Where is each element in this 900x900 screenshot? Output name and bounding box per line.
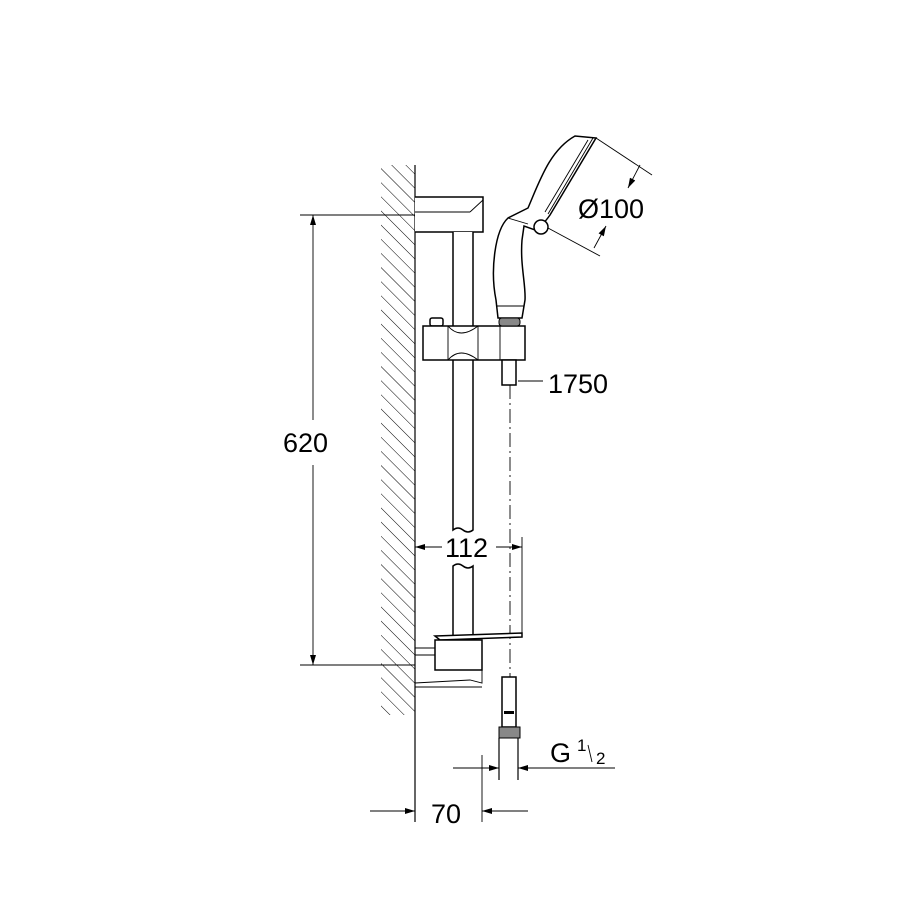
hose-connector [498,359,521,780]
dimension-diameter: Ø100 [578,194,644,224]
wall-distance-dimension: 70 [370,799,528,829]
height-dimension: 620 [283,214,415,666]
slider-holder [422,317,526,361]
thread-dimension: G 1 2 [453,736,615,822]
dimension-620: 620 [283,428,328,458]
top-wall-bracket [415,196,484,233]
wall [381,165,416,822]
hand-shower [492,135,598,327]
dimension-1750: 1750 [548,369,608,399]
thread-denominator: 2 [596,749,605,768]
shower-rail [452,232,474,640]
diameter-dimension: Ø100 [547,137,653,257]
hose-length-label: 1750 [518,369,608,399]
dimension-112: 112 [445,533,488,563]
thread-numerator: 1 [577,736,586,755]
thread-prefix: G [550,738,571,768]
knurl-icon [498,317,521,327]
bottom-wall-bracket [414,632,523,688]
dimension-70: 70 [431,799,461,829]
projection-dimension: 112 [415,533,523,633]
